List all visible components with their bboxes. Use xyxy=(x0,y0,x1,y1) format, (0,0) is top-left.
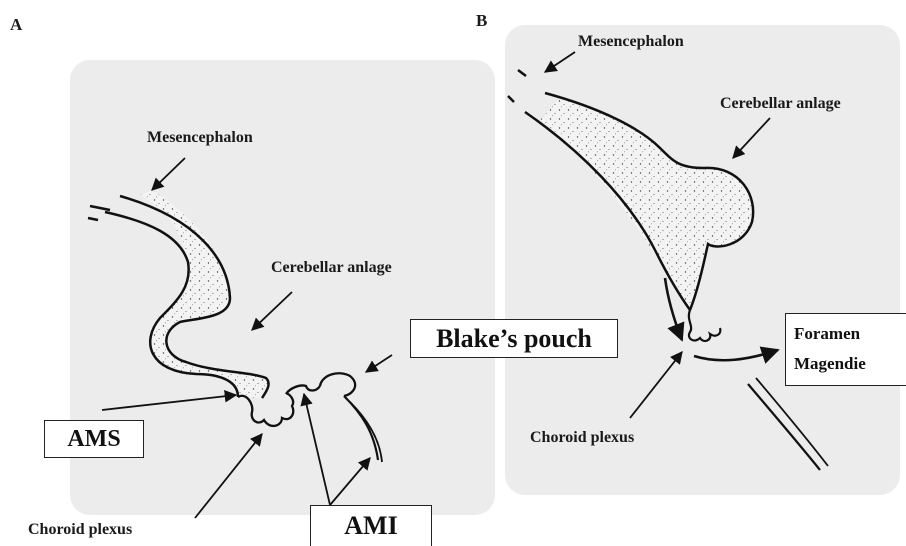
panel-a-choroid-plexus-label: Choroid plexus xyxy=(28,522,132,538)
foramen-label-line1: Foramen xyxy=(794,323,860,346)
panel-b-mesencephalon-label: Mesencephalon xyxy=(578,34,684,50)
blakes-pouch-box: Blake’s pouch xyxy=(410,319,618,358)
panel-a-cerebellar-anlage-label: Cerebellar anlage xyxy=(271,260,392,276)
panel-a-mesencephalon-label: Mesencephalon xyxy=(147,130,253,146)
ams-box: AMS xyxy=(44,420,144,458)
foramen-label-line2: Magendie xyxy=(794,353,866,376)
panel-b-choroid-plexus-label: Choroid plexus xyxy=(530,430,634,446)
foramen-magendie-box: Foramen Magendie xyxy=(785,313,906,386)
panel-a-letter: A xyxy=(10,16,22,33)
ami-box: AMI xyxy=(310,505,432,546)
panel-b-letter: B xyxy=(476,12,487,29)
panel-b-cerebellar-anlage-label: Cerebellar anlage xyxy=(720,96,841,112)
